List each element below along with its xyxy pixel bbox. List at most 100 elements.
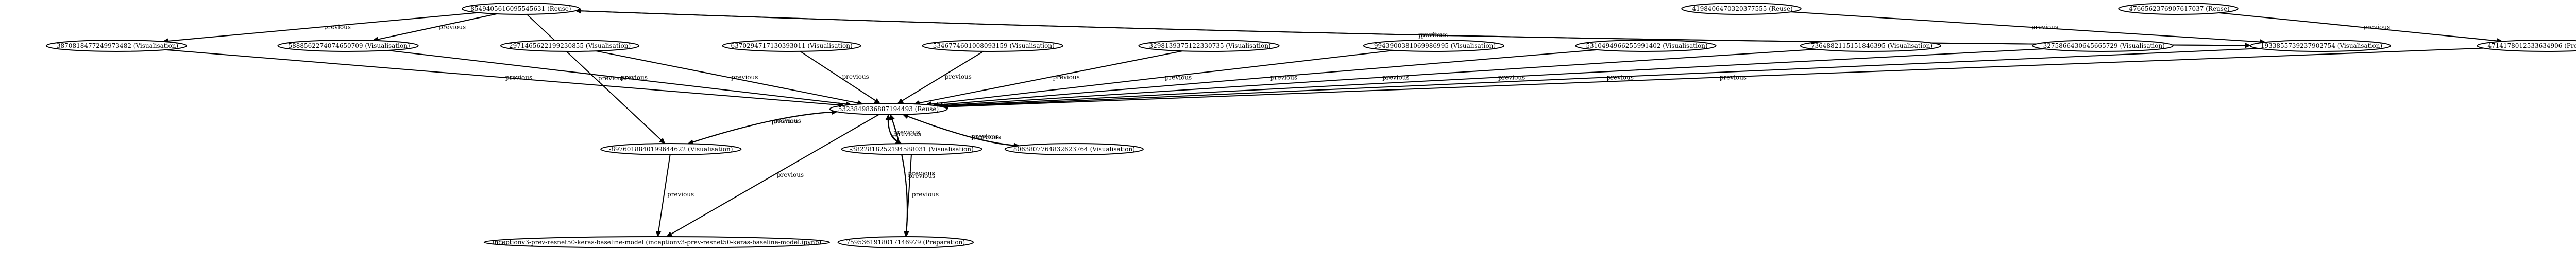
- node-label: 5323849836887194493 (Reuse): [838, 105, 939, 113]
- node-ellipse[interactable]: [1138, 40, 1280, 52]
- node-ellipse[interactable]: [829, 103, 948, 115]
- node-label: -3822818252194588031 (Visualisation): [850, 146, 974, 153]
- node-ellipse[interactable]: [483, 236, 831, 248]
- edge-label: previous: [621, 74, 648, 81]
- node-ellipse[interactable]: [1800, 40, 1942, 52]
- node-ellipse[interactable]: [45, 40, 188, 52]
- node-label: -5888562274074650709 (Visualisation): [286, 42, 410, 49]
- edge-e1: [167, 12, 479, 42]
- node-ellipse[interactable]: [462, 3, 580, 15]
- node-label: -5310494966255991402 (Visualisation): [1584, 42, 1707, 49]
- node-label: -1933855739237902754 (Visualisation): [2259, 42, 2382, 49]
- node-ellipse[interactable]: [841, 143, 982, 155]
- node-n_vis_j[interactable]: -3275866430645665729 (Visualisation): [2032, 40, 2174, 52]
- edge-label: previous: [1382, 74, 1409, 81]
- edge-label: previous: [439, 23, 466, 30]
- edge-arrowhead: [666, 231, 673, 237]
- node-n_vis_b[interactable]: -5888562274074650709 (Visualisation): [277, 40, 419, 52]
- edge-e7: [2219, 12, 2498, 42]
- node-n_reuse_r1[interactable]: -4198406470320377555 (Reuse): [1681, 3, 1802, 15]
- node-ellipse[interactable]: [2249, 40, 2392, 52]
- edge-label: previous: [505, 74, 532, 81]
- edge-e6: [1790, 11, 2261, 43]
- node-n_vis_f[interactable]: -3298139375122330735 (Visualisation): [1138, 40, 1280, 52]
- node-ellipse[interactable]: [1363, 40, 1505, 52]
- node-ellipse[interactable]: [2032, 40, 2174, 52]
- edge-arrowhead: [655, 230, 662, 238]
- edge-e22: [671, 114, 879, 235]
- node-ellipse[interactable]: [2118, 3, 2239, 15]
- node-n_vis_h[interactable]: -5310494966255991402 (Visualisation): [1575, 40, 1717, 52]
- edge-e19: [948, 47, 2484, 107]
- node-n_vis_e[interactable]: -5346774601008093159 (Visualisation): [922, 40, 1063, 52]
- edge-arrowhead: [897, 98, 904, 104]
- edge-label: previous: [2031, 24, 2058, 31]
- node-n_vis_k[interactable]: -1933855739237902754 (Visualisation): [2249, 40, 2392, 52]
- edge-label: previous: [912, 191, 939, 198]
- edge-e8: [165, 49, 839, 106]
- node-n_reuse_top[interactable]: 8549405616095545631 (Reuse): [462, 3, 580, 15]
- edge-label: previous: [1720, 74, 1747, 81]
- edge-e28: [907, 116, 1020, 147]
- edge-e16: [942, 48, 1816, 106]
- node-ellipse[interactable]: [1681, 3, 1802, 15]
- node-ellipse[interactable]: [1004, 143, 1144, 155]
- edge-label: previous: [1607, 74, 1634, 81]
- edge-label: previous: [1270, 74, 1297, 81]
- node-label: -5346774601008093159 (Visualisation): [931, 42, 1055, 49]
- node-ellipse[interactable]: [837, 236, 974, 248]
- node-n_vis_m[interactable]: -3822818252194588031 (Visualisation): [841, 143, 982, 155]
- node-label: 8063807764832623764 (Visualisation): [1013, 146, 1135, 153]
- edge-arrowhead: [874, 98, 880, 104]
- node-n_vis_i[interactable]: -7364882115151846395 (Visualisation): [1800, 40, 1942, 52]
- edge-label: previous: [842, 73, 869, 80]
- edge-label: previous: [893, 129, 920, 136]
- edge-e11: [800, 51, 876, 101]
- node-n_vis_l[interactable]: -8976018840199644622 (Visualisation): [600, 143, 742, 155]
- node-label: -3870818477249973482 (Visualisation): [55, 42, 178, 49]
- node-ellipse[interactable]: [2477, 40, 2576, 52]
- node-n_reuse_hub[interactable]: 5323849836887194493 (Reuse): [829, 103, 948, 115]
- node-n_reuse_r2[interactable]: -4766562376907617037 (Reuse): [2118, 3, 2239, 15]
- node-n_nb[interactable]: inceptionv3-prev-resnet50-keras-baseline…: [483, 236, 831, 248]
- edge-label: previous: [2363, 24, 2390, 31]
- node-label: -9943900381069986995 (Visualisation): [1372, 42, 1496, 49]
- edge-arrowhead: [889, 114, 895, 121]
- edge-label: previous: [908, 172, 935, 180]
- node-n_vis_a[interactable]: -3870818477249973482 (Visualisation): [45, 40, 188, 52]
- node-label: -7364882115151846395 (Visualisation): [1809, 42, 1933, 49]
- node-ellipse[interactable]: [600, 143, 742, 155]
- edge-e23: [658, 154, 671, 232]
- node-n_vis_g[interactable]: -9943900381069986995 (Visualisation): [1363, 40, 1505, 52]
- node-n_prep_b[interactable]: 7595361918017146979 (Preparation): [837, 236, 974, 248]
- edge-label: previous: [1053, 74, 1080, 81]
- node-n_vis_d[interactable]: 6370294717130393011 (Visualisation): [722, 40, 861, 52]
- node-label: inceptionv3-prev-resnet50-keras-baseline…: [493, 239, 821, 246]
- edge-arrowhead: [2245, 43, 2251, 48]
- node-label: -8976018840199644622 (Visualisation): [609, 146, 733, 153]
- edge-e3: [526, 14, 662, 140]
- edge-label: previous: [731, 74, 758, 81]
- edge-label: previous: [1418, 31, 1445, 39]
- edge-e5: [575, 10, 2245, 46]
- edge-label: previous: [667, 191, 694, 198]
- node-ellipse[interactable]: [722, 40, 861, 52]
- edge-e2: [378, 13, 497, 40]
- edge-e18: [946, 48, 2259, 107]
- edge-e12: [902, 51, 984, 101]
- node-n_vis_c[interactable]: 2971465622199230855 (Visualisation): [500, 40, 640, 52]
- node-n_prep_r[interactable]: -4714178012533634906 (Preparation): [2477, 40, 2576, 52]
- node-label: 2971465622199230855 (Visualisation): [509, 42, 631, 49]
- node-ellipse[interactable]: [277, 40, 419, 52]
- node-ellipse[interactable]: [922, 40, 1063, 52]
- node-label: -4198406470320377555 (Reuse): [1690, 5, 1792, 12]
- node-label: -4766562376907617037 (Reuse): [2127, 5, 2229, 12]
- edge-e13: [919, 50, 1183, 104]
- edge-label: previous: [945, 73, 972, 80]
- edge-label: previous: [777, 171, 804, 178]
- node-n_vis_n[interactable]: 8063807764832623764 (Visualisation): [1004, 143, 1144, 155]
- node-ellipse[interactable]: [1575, 40, 1717, 52]
- node-ellipse[interactable]: [500, 40, 640, 52]
